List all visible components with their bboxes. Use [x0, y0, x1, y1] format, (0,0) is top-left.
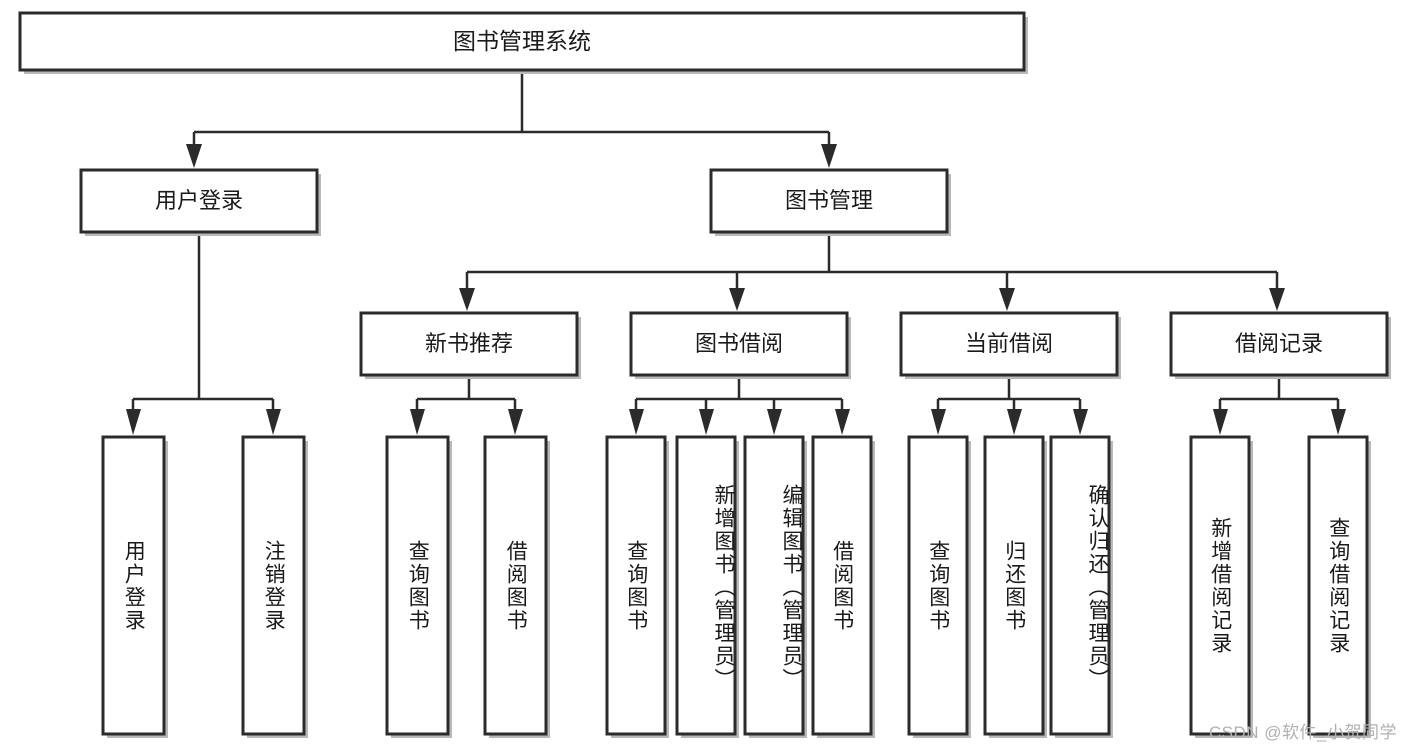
- node-leaf-borrow-book-1[interactable]: [483, 435, 550, 738]
- node-leaf-edit-book-admin[interactable]: [743, 435, 807, 738]
- arrow-head-book-borrow: [729, 288, 745, 311]
- arrow-head-current-borrow: [999, 288, 1015, 311]
- node-leaf-confirm-return-admin-box: [1049, 435, 1111, 736]
- node-leaf-add-book-admin-box: [675, 435, 737, 736]
- node-book-borrow-box: [629, 311, 849, 377]
- arrow-head-leaf-add-borrow-record: [1213, 409, 1228, 435]
- arrow-head-leaf-query-book-2: [629, 409, 644, 435]
- connector-group-new-book-recommend: [410, 375, 523, 435]
- node-leaf-user-login[interactable]: [101, 435, 168, 738]
- node-borrow-records[interactable]: 借阅记录: [1169, 311, 1391, 379]
- node-leaf-query-borrow-record[interactable]: [1307, 435, 1371, 738]
- connector-group-borrow-records: [1213, 375, 1346, 435]
- arrow-head-leaf-edit-book-admin: [767, 409, 782, 435]
- node-leaf-query-book-2[interactable]: [605, 435, 669, 738]
- node-leaf-user-login-box: [101, 435, 166, 736]
- node-leaf-add-borrow-record[interactable]: [1189, 435, 1253, 738]
- connector-group-book-management: [459, 232, 1285, 311]
- node-leaf-borrow-book-2-box: [811, 435, 873, 736]
- node-leaf-return-book[interactable]: [983, 435, 1047, 738]
- node-leaf-query-book-1-box: [385, 435, 450, 736]
- node-leaf-borrow-book-2[interactable]: [811, 435, 875, 738]
- node-leaf-query-book-3[interactable]: [907, 435, 971, 738]
- arrow-head-leaf-query-book-1: [410, 409, 425, 435]
- node-leaf-query-borrow-record-box: [1307, 435, 1369, 736]
- node-book-borrow-label: 图书借阅: [695, 331, 783, 356]
- connector-group-book-borrow: [629, 375, 850, 435]
- arrow-head-new-book-recommend: [459, 288, 475, 311]
- arrow-head-leaf-return-book: [1007, 409, 1022, 435]
- arrow-head-leaf-query-book-3: [931, 409, 946, 435]
- connector-group-current-borrow: [931, 375, 1088, 435]
- node-book-management-label: 图书管理: [785, 188, 873, 213]
- leaf-boxes: [101, 435, 1371, 738]
- node-leaf-borrow-book-1-box: [483, 435, 548, 736]
- node-leaf-logout-login-box: [241, 435, 306, 736]
- arrow-head-book-management: [821, 144, 837, 168]
- node-leaf-edit-book-admin-box: [743, 435, 805, 736]
- node-user-login[interactable]: 用户登录: [79, 168, 321, 236]
- node-book-management[interactable]: 图书管理: [709, 168, 951, 236]
- node-new-book-recommend-box: [359, 311, 579, 377]
- node-current-borrow-box: [899, 311, 1119, 377]
- node-leaf-add-borrow-record-box: [1189, 435, 1251, 736]
- node-leaf-add-book-admin[interactable]: [675, 435, 739, 738]
- node-user-login-box: [79, 168, 319, 234]
- node-current-borrow-label: 当前借阅: [965, 331, 1053, 356]
- arrow-head-leaf-user-login: [126, 409, 141, 435]
- arrow-head-leaf-logout-login: [266, 409, 281, 435]
- node-leaf-logout-login[interactable]: [241, 435, 308, 738]
- watermark-text: CSDN @软件_小贺同学: [1208, 723, 1397, 742]
- node-borrow-records-label: 借阅记录: [1235, 331, 1323, 356]
- node-leaf-return-book-box: [983, 435, 1045, 736]
- node-new-book-recommend[interactable]: 新书推荐: [359, 311, 581, 379]
- arrow-head-leaf-borrow-book-2: [835, 409, 850, 435]
- arrow-head-leaf-add-book-admin: [699, 409, 714, 435]
- node-user-login-label: 用户登录: [155, 188, 243, 213]
- node-current-borrow[interactable]: 当前借阅: [899, 311, 1121, 379]
- node-root[interactable]: 图书管理系统: [18, 11, 1028, 74]
- node-root-label: 图书管理系统: [453, 28, 591, 54]
- connector-group-root: [186, 70, 837, 168]
- node-new-book-recommend-label: 新书推荐: [425, 331, 513, 356]
- connector-group-user-login: [126, 232, 281, 435]
- arrow-head-leaf-borrow-book-1: [508, 409, 523, 435]
- arrow-head-borrow-records: [1269, 288, 1285, 311]
- node-leaf-query-book-1[interactable]: [385, 435, 452, 738]
- arrow-head-leaf-query-borrow-record: [1331, 409, 1346, 435]
- node-book-borrow[interactable]: 图书借阅: [629, 311, 851, 379]
- arrow-head-leaf-confirm-return-admin: [1073, 409, 1088, 435]
- node-borrow-records-box: [1169, 311, 1389, 377]
- node-root-box: [18, 11, 1026, 72]
- node-book-management-box: [709, 168, 949, 234]
- node-leaf-query-book-3-box: [907, 435, 969, 736]
- node-leaf-confirm-return-admin[interactable]: [1049, 435, 1113, 738]
- arrow-head-user-login: [186, 144, 202, 168]
- node-leaf-query-book-2-box: [605, 435, 667, 736]
